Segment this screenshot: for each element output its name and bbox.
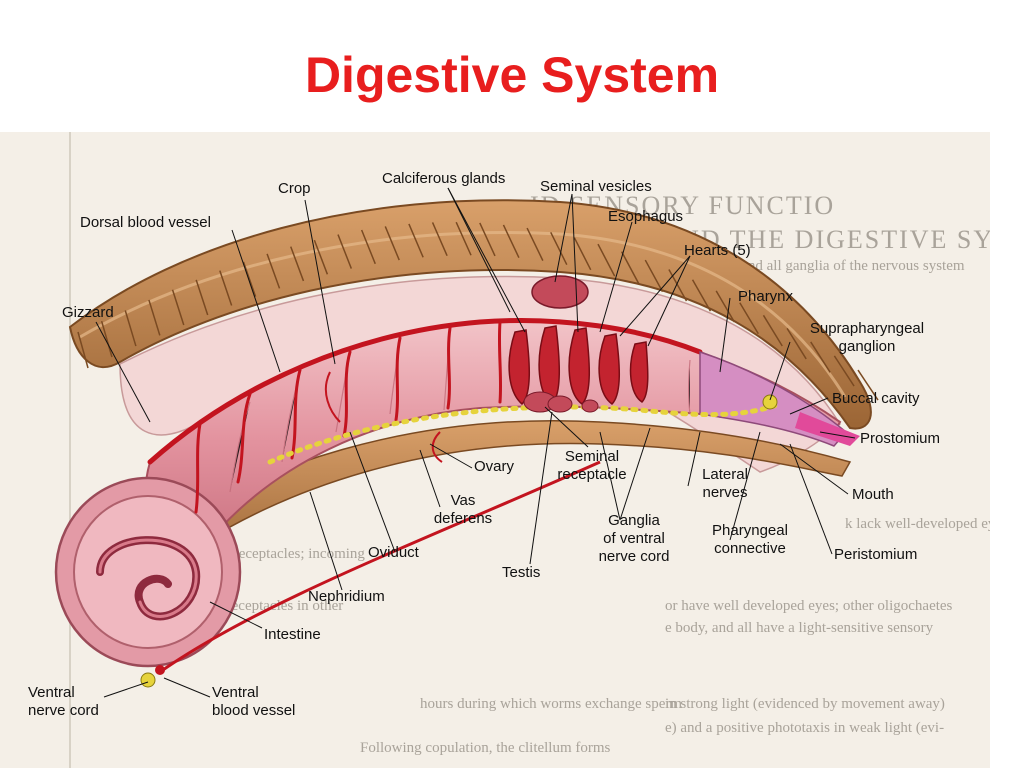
segment-ring bbox=[526, 227, 544, 261]
segment-ring bbox=[833, 355, 855, 387]
label-hearts: Hearts (5) bbox=[684, 242, 751, 259]
segment-ring bbox=[313, 239, 329, 275]
bg-para-5: in strong light (evidenced by movement a… bbox=[665, 696, 945, 712]
segment-ring bbox=[290, 246, 305, 282]
label-peristomium: Peristomium bbox=[834, 546, 918, 563]
segment-ring bbox=[668, 269, 688, 302]
label-esophagus: Esophagus bbox=[608, 208, 684, 225]
segment-ring bbox=[360, 229, 376, 265]
label-prostomium: Prostomium bbox=[860, 430, 941, 447]
label-vas-deferens-line-2: deferens bbox=[433, 510, 493, 527]
label-intestine: Intestine bbox=[264, 626, 321, 643]
segment-ring bbox=[573, 237, 592, 271]
label-ventral-blood-vessel-line-2: blood vessel bbox=[212, 702, 296, 719]
label-seminal-receptacle: Seminal receptacle bbox=[552, 448, 632, 484]
label-suprapharyngeal-ganglion: Suprapharyngeal ganglion bbox=[792, 320, 942, 356]
label-ganglia-of-ventral-nerve-cord: Ganglia of ventral nerve cord bbox=[584, 512, 684, 566]
label-ovary: Ovary bbox=[474, 458, 515, 475]
label-seminal-receptacle-line-1: Seminal bbox=[564, 448, 620, 465]
body-wall bbox=[68, 199, 879, 430]
segment-ring bbox=[266, 253, 281, 289]
leader-lines bbox=[95, 187, 856, 698]
label-suprapharyngeal-line-2: ganglion bbox=[838, 338, 896, 355]
label-buccal-cavity: Buccal cavity bbox=[832, 390, 920, 407]
segment-ring bbox=[786, 327, 807, 360]
segment-ring bbox=[242, 261, 257, 297]
segment-ring bbox=[502, 224, 520, 259]
bg-para-1: cords and all ganglia of the nervous sys… bbox=[705, 258, 965, 274]
segment-ring bbox=[124, 310, 137, 347]
suprapharyngeal-ganglion-shape bbox=[762, 394, 778, 410]
body-segments bbox=[77, 221, 879, 401]
earthworm-anatomy-figure: ID SENSORY FUNCTIO ING AND THE DIGESTIVE… bbox=[0, 132, 990, 768]
label-ganglia-line-2: of ventral bbox=[603, 530, 665, 547]
label-pharynx: Pharynx bbox=[738, 288, 794, 305]
segment-ring bbox=[384, 226, 400, 261]
segment-ring bbox=[857, 369, 879, 401]
label-ventral-blood-vessel: Ventral blood vessel bbox=[212, 684, 295, 720]
label-lateral-nerves-line-1: Lateral bbox=[702, 466, 748, 483]
segment-ring bbox=[100, 320, 113, 358]
label-nephridium: Nephridium bbox=[308, 588, 385, 605]
bg-para-3: or have well developed eyes; other oligo… bbox=[665, 598, 953, 614]
label-ventral-nerve-cord: Ventral nerve cord bbox=[28, 684, 99, 720]
slide-title: Digestive System bbox=[304, 47, 720, 103]
label-gizzard: Gizzard bbox=[62, 304, 114, 321]
ventral-blood-vessel bbox=[159, 460, 601, 674]
prostomium-shape bbox=[795, 412, 860, 446]
seminal-vesicle-shape bbox=[531, 275, 589, 309]
bg-para-6: e) and a positive phototaxis in weak lig… bbox=[665, 720, 944, 736]
segment-ring bbox=[337, 234, 353, 269]
segment-ring bbox=[431, 222, 448, 257]
segment-ring bbox=[479, 222, 496, 257]
segment-ring bbox=[597, 243, 616, 277]
segment-ring bbox=[691, 279, 712, 312]
earthworm-illustration: ID SENSORY FUNCTIO ING AND THE DIGESTIVE… bbox=[54, 132, 990, 768]
dorsal-blood-vessel bbox=[147, 317, 703, 514]
segment-ring bbox=[219, 270, 233, 306]
segment-ring bbox=[715, 290, 736, 323]
label-pharyngeal-connective-line-1: Pharyngeal bbox=[712, 522, 788, 539]
label-vas-deferens-line-1: Vas bbox=[450, 492, 476, 509]
intestine-cross-section bbox=[54, 476, 242, 688]
ventral-body-wall bbox=[128, 419, 852, 573]
label-ventral-nerve-cord-line-1: Ventral bbox=[28, 684, 75, 701]
label-testis: Testis bbox=[502, 564, 541, 581]
label-mouth: Mouth bbox=[852, 486, 894, 503]
segment-ring bbox=[195, 279, 209, 316]
label-calciferous-glands: Calciferous glands bbox=[382, 170, 506, 187]
segment-ring bbox=[762, 314, 783, 347]
segment-ring bbox=[810, 341, 831, 373]
segment-ring bbox=[171, 289, 185, 326]
label-seminal-receptacle-line-2: receptacle bbox=[557, 466, 627, 483]
bg-para-4: e body, and all have a light-sensitive s… bbox=[665, 620, 934, 636]
reproductive-organs bbox=[324, 371, 599, 463]
segment-ring bbox=[550, 231, 568, 266]
segment-ring bbox=[644, 259, 664, 293]
label-crop: Crop bbox=[278, 180, 311, 197]
label-lateral-nerves: Lateral nerves bbox=[690, 466, 760, 502]
segment-ring bbox=[408, 223, 424, 258]
hearts bbox=[508, 325, 649, 406]
bg-para-10: Following copulation, the clitellum form… bbox=[360, 740, 611, 756]
label-pharyngeal-connective-line-2: connective bbox=[714, 540, 786, 557]
label-vas-deferens: Vas deferens bbox=[418, 492, 508, 528]
label-ventral-blood-vessel-line-1: Ventral bbox=[212, 684, 259, 701]
bg-para-2: k lack well-developed eyes; Lumbricus bbox=[845, 516, 990, 532]
label-dorsal-blood-vessel: Dorsal blood vessel bbox=[80, 214, 211, 231]
label-seminal-vesicles: Seminal vesicles bbox=[540, 178, 652, 195]
label-lateral-nerves-line-2: nerves bbox=[702, 484, 748, 501]
label-suprapharyngeal-line-1: Suprapharyngeal bbox=[809, 320, 925, 337]
label-ventral-nerve-cord-line-2: nerve cord bbox=[28, 702, 99, 719]
segment-ring bbox=[455, 221, 472, 256]
label-oviduct: Oviduct bbox=[368, 544, 419, 561]
segment-ring bbox=[620, 251, 640, 284]
segment-ring bbox=[148, 299, 161, 336]
label-ganglia-line-1: Ganglia bbox=[608, 512, 660, 529]
label-pharyngeal-connective: Pharyngeal connective bbox=[700, 522, 800, 558]
label-ganglia-line-3: nerve cord bbox=[598, 548, 670, 565]
bg-para-9: hours during which worms exchange sperm bbox=[420, 696, 682, 712]
segment-ring bbox=[77, 331, 89, 369]
segment-ring bbox=[739, 302, 759, 335]
